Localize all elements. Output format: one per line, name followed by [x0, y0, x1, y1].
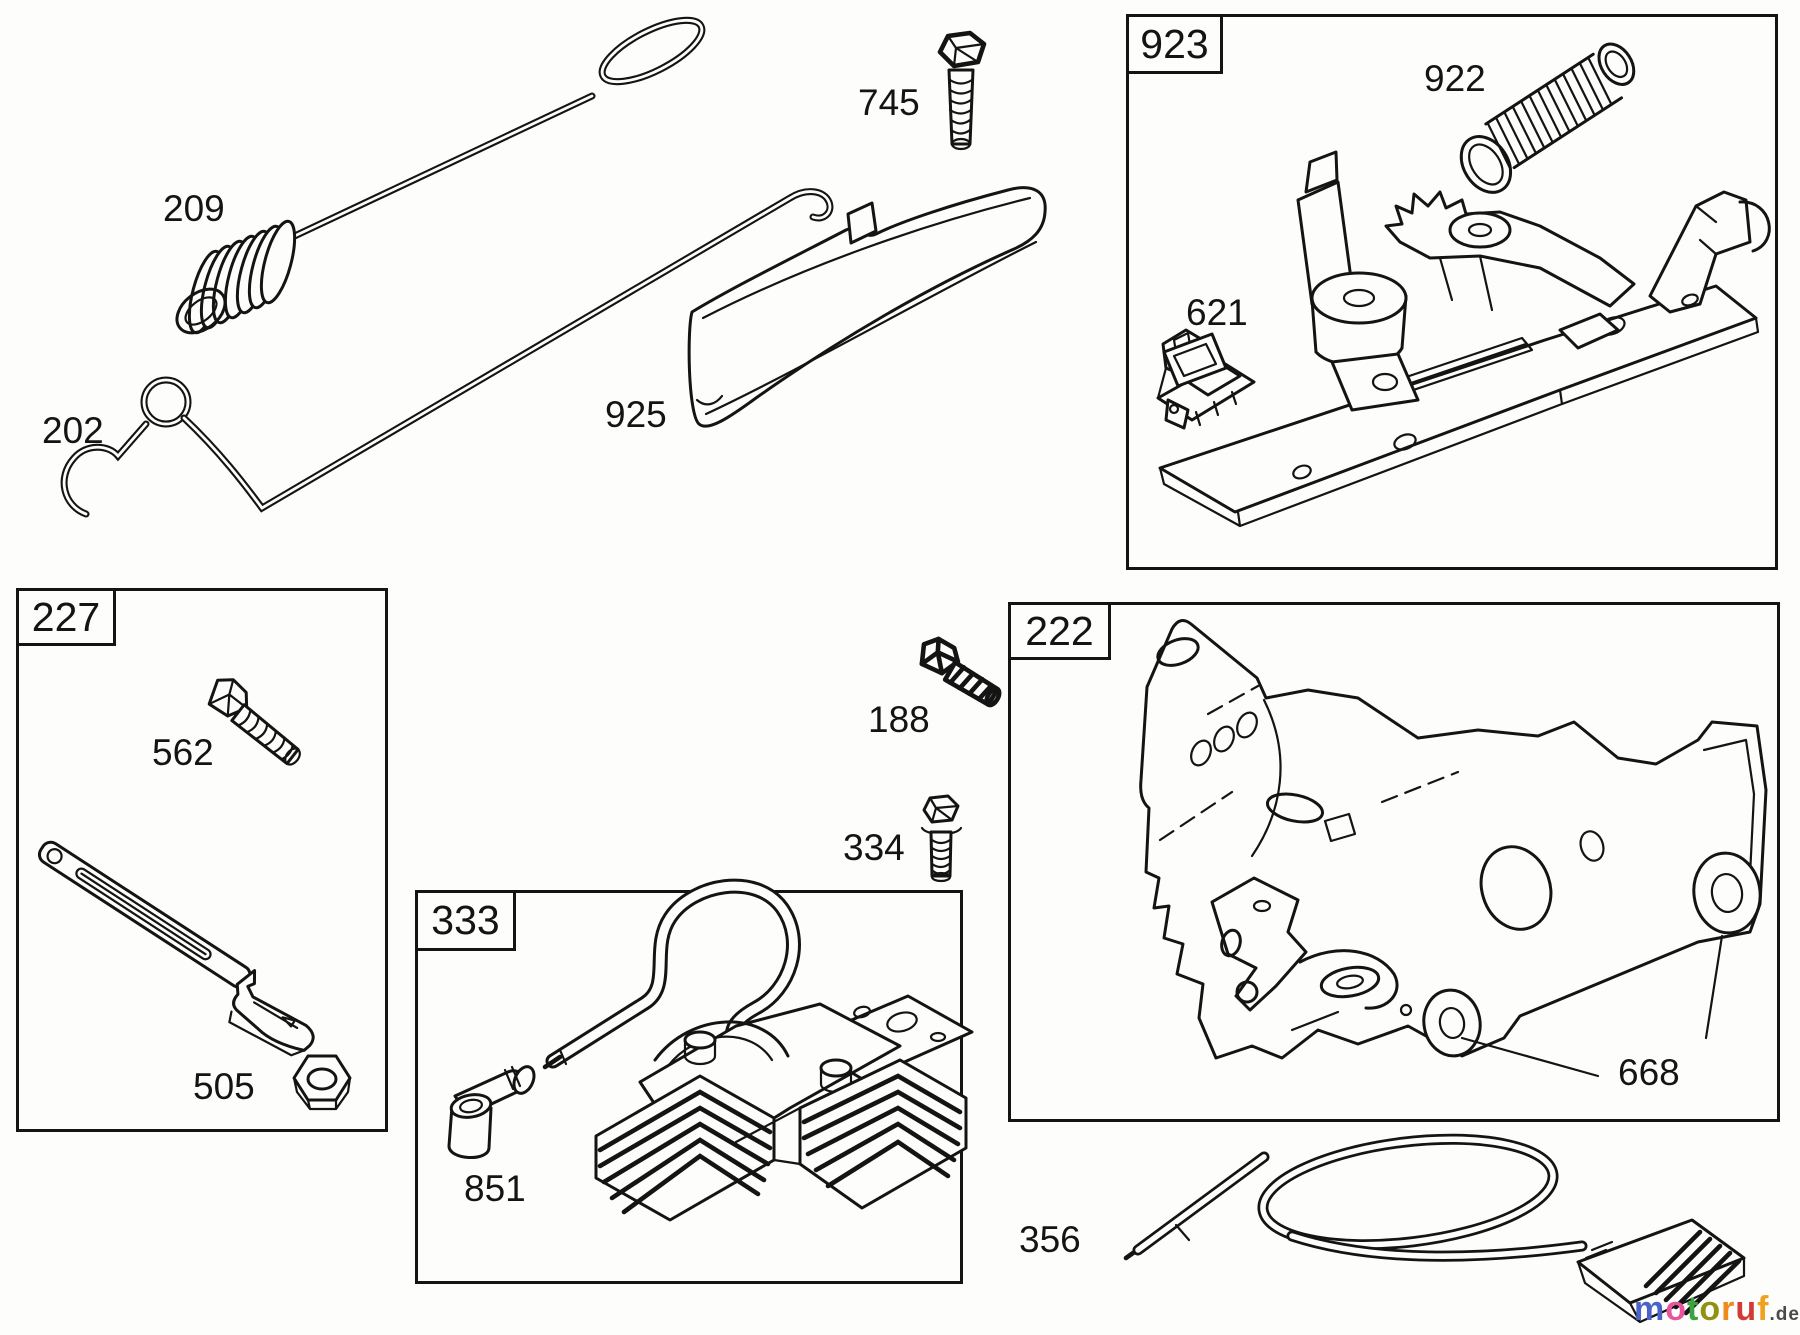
watermark-letter: r: [1721, 1290, 1736, 1328]
part-label-334: 334: [843, 827, 905, 868]
part-label-745: 745: [858, 82, 920, 123]
group-box-227: 227: [16, 588, 388, 1132]
watermark-letter: m: [1634, 1290, 1666, 1328]
cable-356: [1123, 1125, 1582, 1260]
part-label-356: 356: [1019, 1219, 1081, 1260]
watermark-letter: t: [1687, 1290, 1700, 1328]
group-box-333-label: 333: [418, 893, 516, 951]
group-box-222-label: 222: [1011, 605, 1111, 660]
group-box-923: 923: [1126, 14, 1778, 570]
bolt-334: [920, 794, 963, 883]
part-label-562: 562: [152, 732, 214, 773]
watermark: motoruf.de: [1634, 1290, 1800, 1329]
bolt-188: [919, 636, 1002, 708]
group-box-923-label: 923: [1129, 17, 1223, 74]
part-label-209: 209: [163, 188, 225, 229]
group-box-333: 333: [415, 890, 963, 1284]
spring-209: [175, 8, 710, 335]
part-label-925: 925: [605, 394, 667, 435]
cover-925: [687, 186, 1047, 428]
part-label-851: 851: [464, 1168, 526, 1209]
group-box-222: 222: [1008, 602, 1780, 1122]
group-box-227-number: 227: [31, 593, 101, 640]
part-label-188: 188: [868, 699, 930, 740]
watermark-letter: o: [1699, 1290, 1722, 1328]
bolt-745: [937, 30, 987, 151]
watermark-letter: u: [1735, 1290, 1758, 1328]
part-label-668: 668: [1618, 1052, 1680, 1093]
part-label-505: 505: [193, 1066, 255, 1107]
group-box-333-number: 333: [431, 897, 500, 943]
rod-202: [64, 192, 830, 514]
watermark-letter: f: [1757, 1290, 1770, 1328]
watermark-letter: o: [1665, 1290, 1688, 1328]
part-label-922: 922: [1424, 58, 1486, 99]
watermark-suffix: .de: [1769, 1304, 1800, 1325]
group-box-923-number: 923: [1140, 20, 1209, 67]
group-box-222-number: 222: [1025, 607, 1094, 654]
group-box-227-label: 227: [19, 591, 116, 646]
part-label-202: 202: [42, 410, 104, 451]
part-label-621: 621: [1186, 292, 1248, 333]
